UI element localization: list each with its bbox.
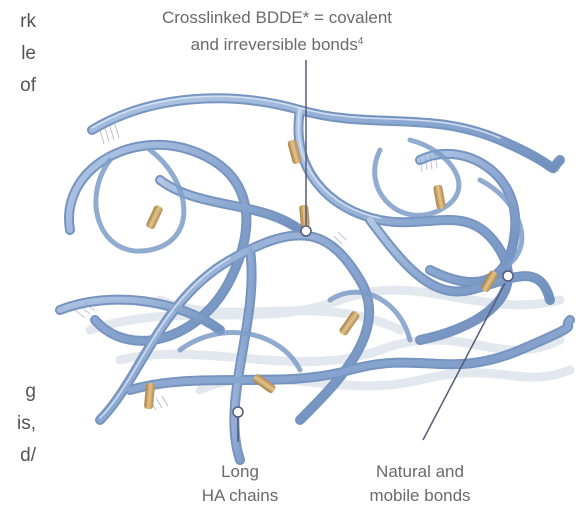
label-line: HA chains: [180, 484, 300, 508]
label-text: and irreversible bonds: [191, 35, 358, 54]
label-line: Crosslinked BDDE* = covalent: [132, 6, 422, 30]
label-natural-mobile-bonds: Natural and mobile bonds: [340, 460, 500, 508]
crosslink-bar: [145, 204, 163, 230]
reference-number: 4: [358, 36, 364, 47]
leader-dot-natural-bonds: [503, 271, 513, 281]
label-line: Long: [180, 460, 300, 484]
label-line: Natural and: [340, 460, 500, 484]
leader-dot-crosslink: [301, 226, 311, 236]
crosslink-bar: [299, 205, 310, 228]
label-long-ha-chains: Long HA chains: [180, 460, 300, 508]
label-line: mobile bonds: [340, 484, 500, 508]
label-line: and irreversible bonds4: [132, 30, 422, 57]
leader-dot-long-chains: [233, 407, 243, 417]
crosslink-bar: [433, 184, 446, 209]
label-crosslinked-bdde: Crosslinked BDDE* = covalent and irrever…: [132, 6, 422, 57]
